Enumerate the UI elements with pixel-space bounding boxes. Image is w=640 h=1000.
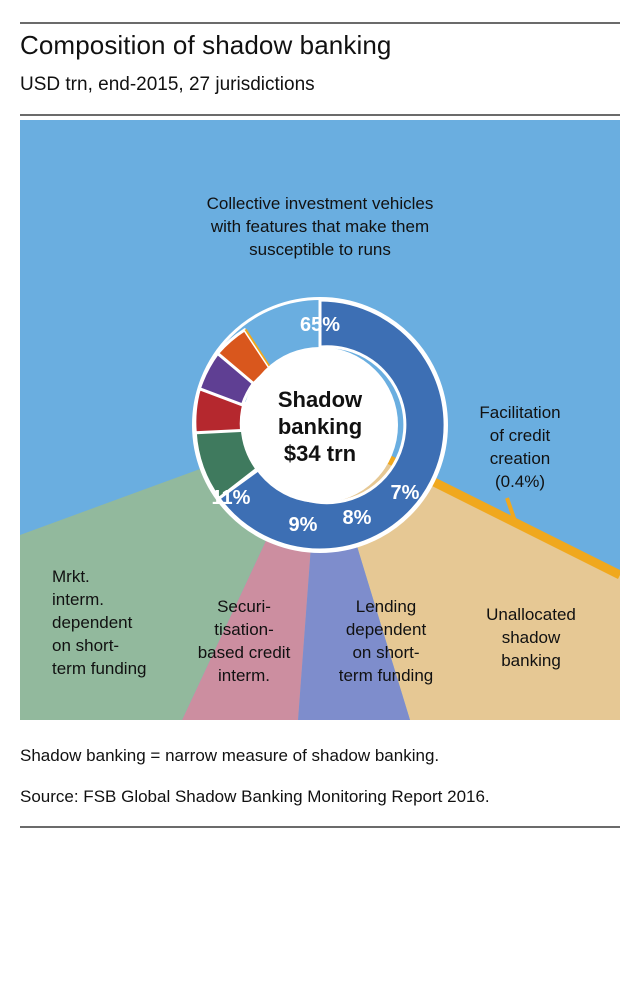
callout-right-line-2: of credit [490,426,551,445]
callout-green-line-1: Mrkt. [52,567,90,586]
callout-violet-line-1: Lending [356,597,417,616]
facilitation-leader-line [505,497,518,525]
callout-pink-line-4: interm. [218,666,270,685]
slice-label-green: 11% [212,487,251,509]
center-line-3: $34 trn [284,441,356,466]
callout-violet-line-3: on short- [352,643,419,662]
slice-percent-labels: 65% 11% 9% 8% 7% [212,314,420,536]
donut-chart [192,297,448,553]
callout-green-line-4: on short- [52,636,119,655]
callout-pink-line-2: tisation- [214,620,274,639]
callout-lending: Lending dependent on short- term funding [339,597,434,685]
slice-label-blue: 65% [300,314,340,336]
callout-pink-line-1: Securi- [217,597,271,616]
footnote-source: Source: FSB Global Shadow Banking Monito… [20,787,490,806]
slice-label-violet: 8% [343,507,372,529]
donut-center-label: Shadow banking $34 trn [278,387,363,466]
callout-top-line-3: susceptible to runs [249,240,391,259]
center-line-1: Shadow [278,387,363,412]
slice-label-orange: 7% [391,482,420,504]
callout-tan-line-1: Unallocated [486,605,576,624]
callout-right-line-3: creation [490,449,550,468]
callout-green-line-5: term funding [52,659,147,678]
callout-securitisation: Securi- tisation- based credit interm. [198,597,291,685]
donut-slice-facilitation[interactable] [244,328,272,370]
chart-plot-area: Shadow banking $34 trn 65% 11% 9% 8% 7% … [20,120,620,720]
footnote-definition: Shadow banking = narrow measure of shado… [20,746,440,765]
callout-facilitation: Facilitation of credit creation (0.4%) [479,403,561,525]
callout-unallocated: Unallocated shadow banking [486,605,576,670]
donut-outer-outline [192,297,448,553]
callout-tan-line-3: banking [501,651,561,670]
callout-tan-line-2: shadow [502,628,561,647]
callout-top-line-1: Collective investment vehicles [207,194,434,213]
callout-collective-investment: Collective investment vehicles with feat… [207,194,434,259]
callout-green-line-2: interm. [52,590,104,609]
page-title: Composition of shadow banking [20,30,392,60]
center-line-2: banking [278,414,362,439]
callout-violet-line-4: term funding [339,666,434,685]
callout-violet-line-2: dependent [346,620,427,639]
callout-green-line-3: dependent [52,613,133,632]
callout-right-line-4: (0.4%) [495,472,545,491]
callout-market-interm: Mrkt. interm. dependent on short- term f… [52,567,147,678]
callout-top-line-2: with features that make them [210,217,429,236]
callout-right-line-1: Facilitation [479,403,560,422]
page-subtitle: USD trn, end-2015, 27 jurisdictions [20,74,315,95]
slice-label-red: 9% [289,514,318,536]
rule-bottom [20,826,620,828]
rule-middle [20,114,620,116]
donut-hole [242,347,398,503]
callout-pink-line-3: based credit [198,643,291,662]
rule-top [20,22,620,24]
